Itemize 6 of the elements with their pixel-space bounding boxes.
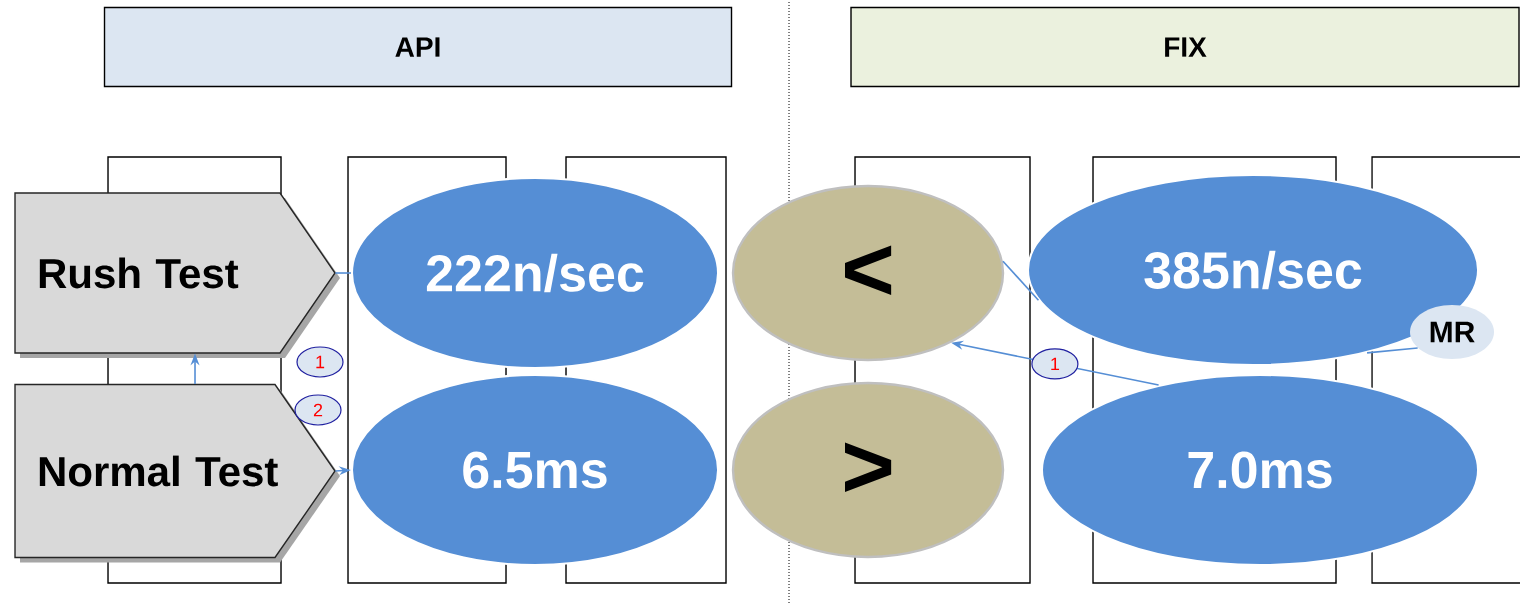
step-number: 1 <box>296 346 344 378</box>
step-number: 1 <box>1031 348 1079 380</box>
step-number: 2 <box>294 394 342 426</box>
header-band: FIX <box>850 6 1520 88</box>
label-bubble: MR <box>1410 305 1494 359</box>
header-band: API <box>103 6 733 88</box>
